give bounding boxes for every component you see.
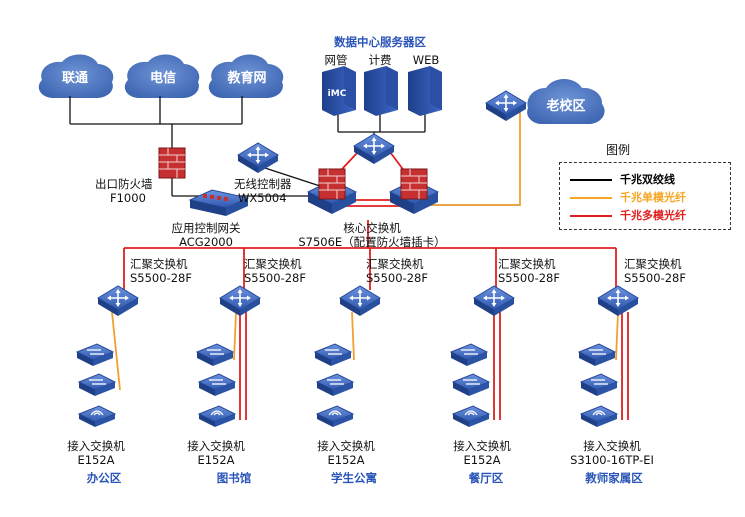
legend-item-multi-mode: 千兆多模光纤 bbox=[570, 207, 686, 223]
server-billing[interactable] bbox=[364, 66, 398, 116]
agg-label-1: 汇聚交换机 bbox=[624, 257, 682, 271]
access-switch-canteen-2[interactable] bbox=[452, 373, 490, 397]
firewall-label-2: F1000 bbox=[110, 191, 146, 205]
single-mode-fiber-links bbox=[111, 112, 619, 391]
agg-model: S5500-28F bbox=[130, 271, 192, 285]
area-label-office: 办公区 bbox=[86, 471, 122, 485]
cloud-unicom-label: 联通 bbox=[61, 71, 89, 86]
access-switch-dorm-2[interactable] bbox=[316, 373, 354, 397]
access-switch-library-1[interactable] bbox=[196, 343, 234, 367]
area-label-canteen: 餐厅区 bbox=[468, 471, 504, 485]
aggregation-switch-library[interactable] bbox=[219, 285, 261, 317]
wireless-controller-label-2: WX5004 bbox=[238, 191, 287, 205]
legend-item-single-mode: 千兆单模光纤 bbox=[570, 189, 686, 205]
server-netmgmt-label: 网管 bbox=[324, 53, 348, 67]
core-switch-label-2: S7506E（配置防火墙插卡） bbox=[298, 235, 446, 249]
firewall-label-1: 出口防火墙 bbox=[95, 177, 153, 191]
egress-firewall-device[interactable] bbox=[158, 147, 186, 179]
server-web[interactable] bbox=[408, 66, 442, 116]
cloud-old-campus-label: 老校区 bbox=[546, 99, 586, 114]
area-label-library: 图书馆 bbox=[216, 471, 252, 485]
acc-model: S3100-16TP-EI bbox=[570, 453, 654, 467]
aggregation-switch-canteen[interactable] bbox=[473, 285, 515, 317]
server-netmgmt[interactable] bbox=[322, 66, 356, 116]
cloud-telecom-label: 电信 bbox=[149, 71, 177, 86]
agg-model: S5500-28F bbox=[244, 271, 306, 285]
server-billing-label: 计费 bbox=[368, 53, 392, 67]
acc-model: E152A bbox=[327, 453, 365, 467]
server-web-label: WEB bbox=[412, 53, 440, 67]
access-switch-library-2[interactable] bbox=[198, 373, 236, 397]
access-switch-office-1[interactable] bbox=[76, 343, 114, 367]
acc-model: E152A bbox=[197, 453, 235, 467]
wireless-controller-label-1: 无线控制器 bbox=[234, 177, 292, 191]
acc-label-1: 接入交换机 bbox=[453, 439, 511, 453]
acc-label-1: 接入交换机 bbox=[187, 439, 245, 453]
core-switch-right[interactable] bbox=[388, 168, 440, 214]
acc-label-1: 接入交换机 bbox=[67, 439, 125, 453]
access-switch-office-2[interactable] bbox=[78, 373, 116, 397]
agg-model: S5500-28F bbox=[366, 271, 428, 285]
cloud-old-campus bbox=[527, 78, 605, 124]
agg-label-1: 汇聚交换机 bbox=[366, 257, 424, 271]
core-switch-left[interactable] bbox=[306, 168, 358, 214]
area-label-dorm: 学生公寓 bbox=[331, 471, 377, 485]
access-ap-library[interactable] bbox=[198, 405, 236, 428]
agg-model: S5500-28F bbox=[624, 271, 686, 285]
cloud-telecom bbox=[124, 54, 200, 98]
aggregation-switch-faculty[interactable] bbox=[597, 285, 639, 317]
access-ap-dorm[interactable] bbox=[316, 405, 354, 428]
access-switch-dorm-1[interactable] bbox=[314, 343, 352, 367]
access-ap-office[interactable] bbox=[78, 405, 116, 428]
multi-mode-fiber-links bbox=[123, 151, 629, 420]
aggregation-switch-office[interactable] bbox=[97, 285, 139, 317]
app-gateway-device[interactable] bbox=[188, 189, 250, 216]
agg-label-1: 汇聚交换机 bbox=[498, 257, 556, 271]
acc-model: E152A bbox=[463, 453, 501, 467]
cloud-unicom bbox=[38, 54, 114, 98]
acc-label-1: 接入交换机 bbox=[317, 439, 375, 453]
area-label-faculty: 教师家属区 bbox=[585, 471, 643, 485]
cloud-edunet-label: 教育网 bbox=[227, 71, 267, 86]
agg-label-1: 汇聚交换机 bbox=[244, 257, 302, 271]
legend-title: 图例 bbox=[606, 143, 631, 157]
access-switch-canteen-1[interactable] bbox=[450, 343, 488, 367]
datacenter-switch[interactable] bbox=[353, 133, 395, 165]
app-gateway-label-1: 应用控制网关 bbox=[171, 221, 241, 235]
access-ap-faculty[interactable] bbox=[580, 405, 618, 428]
access-switch-faculty-2[interactable] bbox=[580, 373, 618, 397]
acc-model: E152A bbox=[77, 453, 115, 467]
imc-tag: iMC bbox=[327, 89, 347, 99]
aggregation-switch-dorm[interactable] bbox=[339, 285, 381, 317]
wireless-controller-device[interactable] bbox=[237, 142, 279, 174]
cloud-edunet bbox=[208, 54, 284, 98]
agg-label-1: 汇聚交换机 bbox=[130, 257, 188, 271]
core-switch-label-1: 核心交换机 bbox=[343, 221, 401, 235]
agg-model: S5500-28F bbox=[498, 271, 560, 285]
legend-item-twisted-pair: 千兆双绞线 bbox=[570, 171, 675, 187]
access-switch-faculty-1[interactable] bbox=[578, 343, 616, 367]
app-gateway-label-2: ACG2000 bbox=[179, 235, 233, 249]
acc-label-1: 接入交换机 bbox=[583, 439, 641, 453]
access-ap-canteen[interactable] bbox=[452, 405, 490, 428]
legend-box: 千兆双绞线 千兆单模光纤 千兆多模光纤 bbox=[559, 162, 731, 230]
datacenter-title: 数据中心服务器区 bbox=[334, 35, 426, 49]
